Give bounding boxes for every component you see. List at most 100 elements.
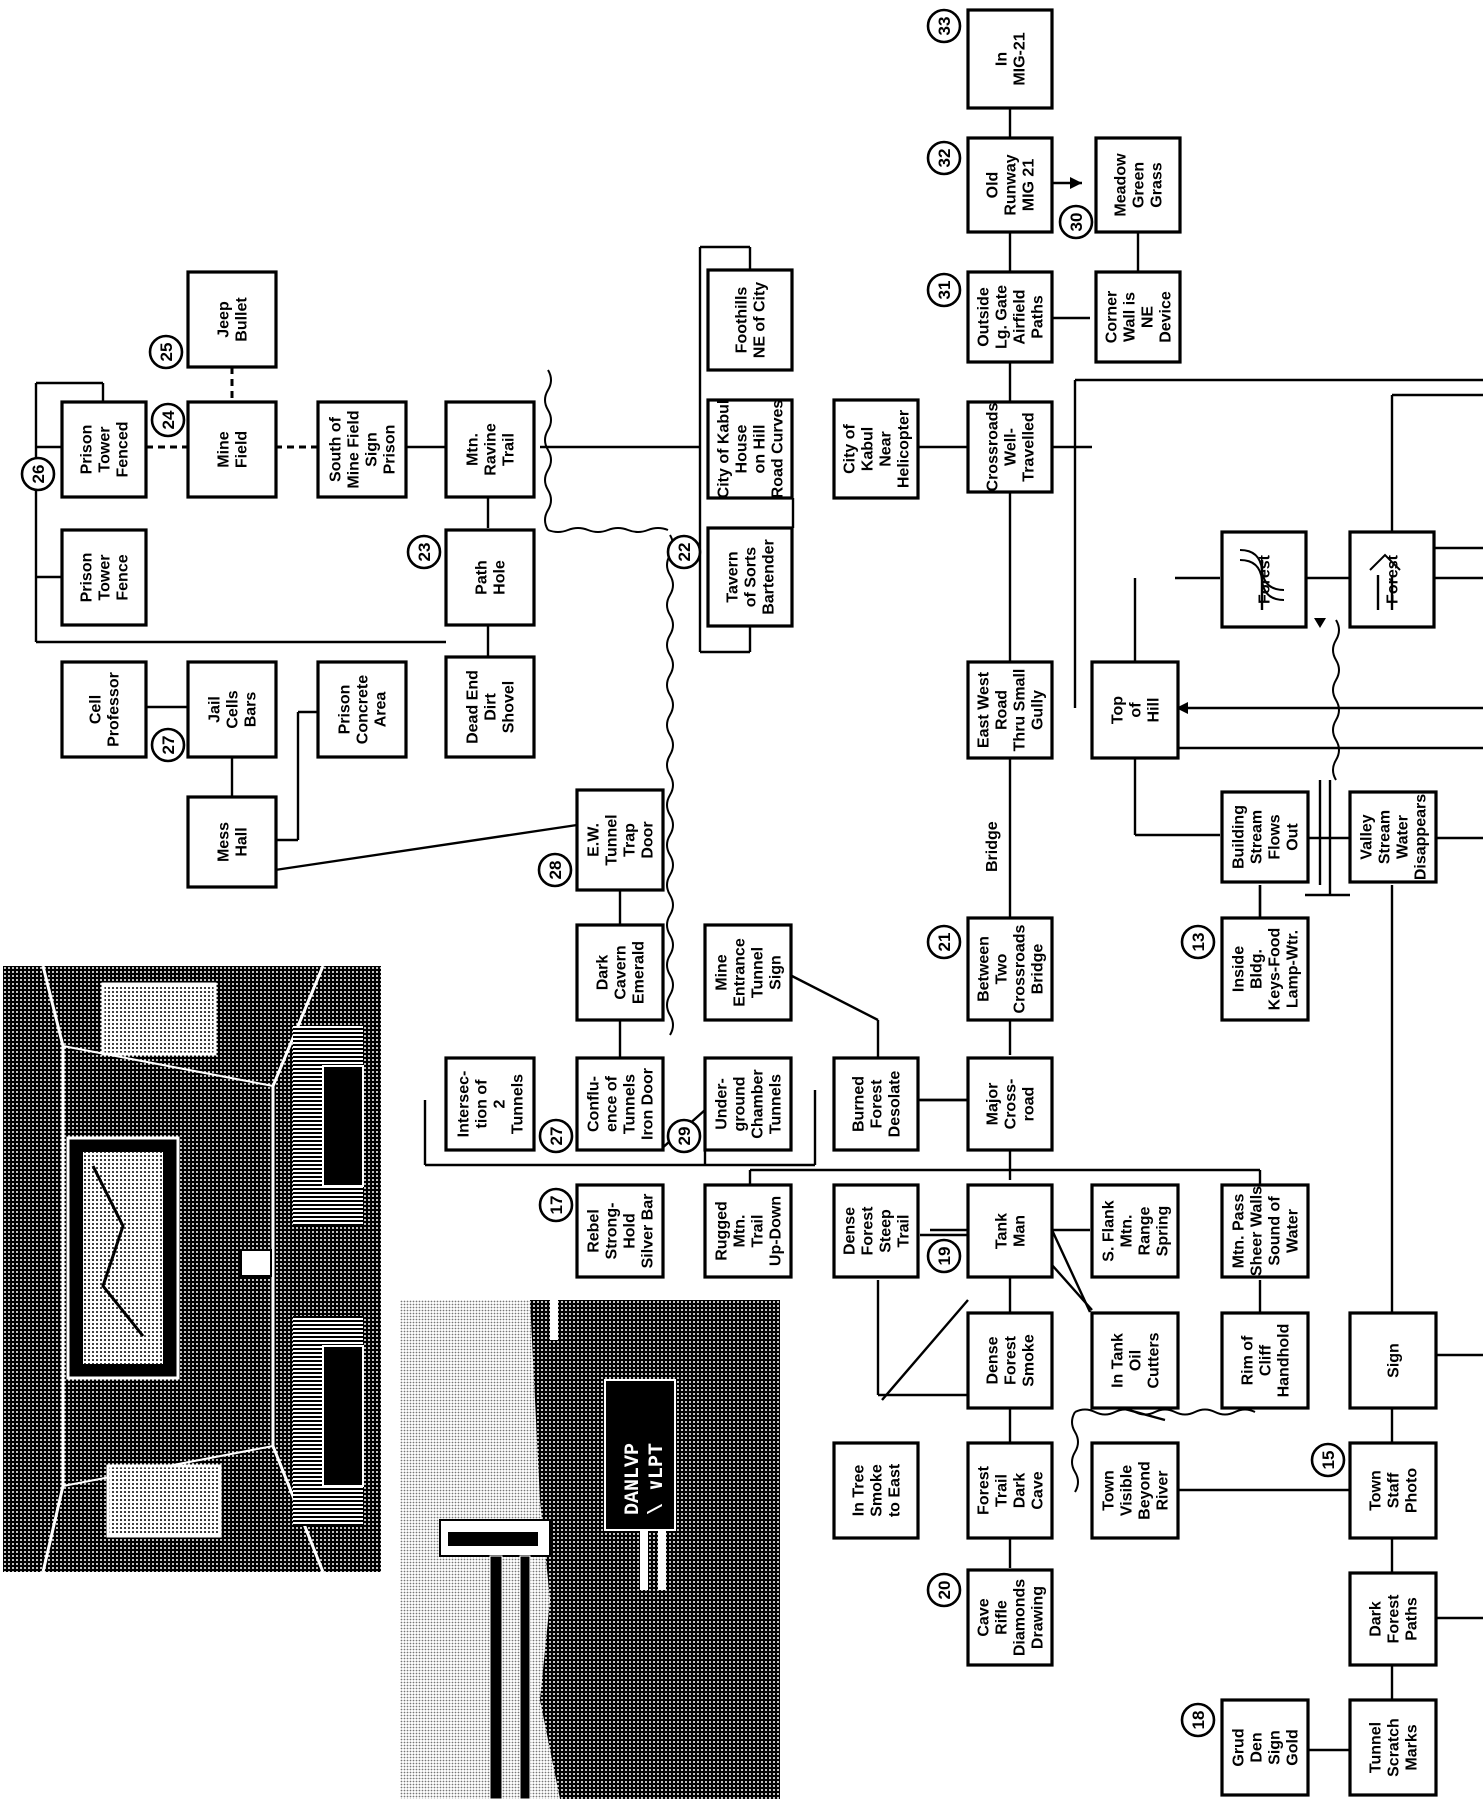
room-label-line: Hall bbox=[234, 827, 251, 856]
room-label-line: Dead End bbox=[465, 670, 482, 744]
number-badge-13: 13 bbox=[1182, 926, 1214, 958]
room-label-line: Cave bbox=[976, 1598, 993, 1636]
number-badge-label: 27 bbox=[547, 1127, 566, 1146]
room-label-line: Tunnels bbox=[622, 1074, 639, 1134]
room-label-line: Cavern bbox=[613, 945, 630, 999]
room-label-line: ground bbox=[732, 1076, 749, 1131]
room-mtn-ravine-trail: Mtn.RavineTrail bbox=[446, 402, 534, 497]
room-east-west-road: East WestRoadThru SmallGully bbox=[968, 662, 1052, 758]
room-label-line: River bbox=[1155, 1470, 1172, 1510]
room-label-line: Out bbox=[1285, 823, 1302, 851]
room-rugged-trail: RuggedMtn.TrailUp-Down bbox=[705, 1185, 791, 1277]
room-label-line: tion of bbox=[474, 1079, 491, 1129]
room-label-line: Top bbox=[1110, 696, 1127, 724]
room-label-line: Area bbox=[373, 692, 390, 728]
room-kabul-house: City of KabulHouseon HillRoad Curves bbox=[708, 400, 792, 499]
room-label-line: Trap bbox=[622, 823, 639, 857]
room-label-line: Lg. Gate bbox=[994, 285, 1011, 349]
room-label-line: Old bbox=[985, 172, 1002, 199]
room-label-line: Forest bbox=[1003, 1335, 1020, 1385]
room-label-line: Diamonds bbox=[1012, 1579, 1029, 1656]
room-label-line: Entrance bbox=[732, 938, 749, 1007]
room-label-line: Professor bbox=[106, 672, 123, 747]
room-label-line: to East bbox=[887, 1463, 904, 1517]
room-label-line: In bbox=[994, 52, 1011, 66]
room-label-line: Meadow bbox=[1113, 153, 1130, 217]
room-in-mig-21: InMIG-21 bbox=[968, 10, 1052, 108]
room-label-line: Mine Field bbox=[346, 410, 363, 488]
room-label-line: Bullet bbox=[234, 297, 251, 342]
room-label-line: Stream bbox=[1377, 810, 1394, 864]
room-label-line: Rifle bbox=[994, 1600, 1011, 1635]
room-label-line: Wall is bbox=[1122, 292, 1139, 342]
room-label-line: House bbox=[734, 424, 751, 473]
room-mess-hall: MessHall bbox=[188, 797, 276, 887]
room-rebel-stronghold: RebelStrong-HoldSilver Bar bbox=[577, 1185, 663, 1277]
room-label-line: Sign bbox=[1386, 1343, 1403, 1378]
number-badge-label: 20 bbox=[935, 1581, 954, 1600]
room-label-line: Grud bbox=[1231, 1728, 1248, 1766]
room-building-stream: BuildingStreamFlowsOut bbox=[1222, 792, 1308, 882]
room-mine-entrance: MineEntranceTunnelSign bbox=[705, 925, 791, 1020]
room-label-line: Inside bbox=[1231, 946, 1248, 992]
room-tank-man: TankMan bbox=[968, 1185, 1052, 1277]
room-label-line: Sound of bbox=[1267, 1196, 1284, 1266]
room-label-line: Rugged bbox=[714, 1201, 731, 1261]
room-label-line: Cell bbox=[88, 695, 105, 724]
room-label-line: Range bbox=[1137, 1206, 1154, 1255]
room-label-line: Drawing bbox=[1030, 1586, 1047, 1649]
room-label-line: Valley bbox=[1359, 814, 1376, 859]
room-label-line: Trail bbox=[994, 1474, 1011, 1507]
room-label-line: Bartender bbox=[761, 539, 778, 615]
room-label-line: In Tree bbox=[851, 1465, 868, 1517]
room-label-line: Town bbox=[1368, 1470, 1385, 1511]
room-cell-professor: CellProfessor bbox=[62, 662, 146, 757]
room-dead-end: Dead EndDirtShovel bbox=[446, 657, 534, 757]
number-badge-21: 21 bbox=[928, 926, 960, 958]
number-badge-27: 27 bbox=[152, 729, 184, 761]
room-label-line: Chamber bbox=[750, 1069, 767, 1138]
room-jeep-bullet: JeepBullet bbox=[188, 272, 276, 367]
room-label-line: Trail bbox=[896, 1215, 913, 1248]
room-label-line: Scratch bbox=[1386, 1718, 1403, 1777]
room-label-line: Cave bbox=[1030, 1471, 1047, 1509]
room-label-line: NE bbox=[1140, 306, 1157, 329]
room-label-line: Water bbox=[1395, 815, 1412, 859]
number-badge-label: 23 bbox=[415, 543, 434, 562]
room-label-line: In Tank bbox=[1110, 1333, 1127, 1388]
room-label-line: Conflu- bbox=[586, 1076, 603, 1132]
room-jail-cells: JailCellsBars bbox=[188, 662, 276, 757]
room-label-line: City of Kabul bbox=[716, 400, 733, 499]
number-badge-label: 13 bbox=[1189, 933, 1208, 952]
room-grud-den: GrudDenSignGold bbox=[1222, 1700, 1308, 1795]
room-label-line: Between bbox=[976, 936, 993, 1002]
room-label-line: Oil bbox=[1128, 1350, 1145, 1371]
room-between-two-crossroads: BetweenTwoCrossroadsBridge bbox=[968, 918, 1052, 1020]
room-label-line: Shovel bbox=[501, 681, 518, 733]
room-label-line: MIG 21 bbox=[1021, 159, 1038, 212]
room-label-line: of Sorts bbox=[743, 547, 760, 608]
room-label-line: Path bbox=[474, 560, 491, 595]
room-label-line: MIG-21 bbox=[1012, 32, 1029, 85]
room-tunnel-scratch: TunnelScratchMarks bbox=[1350, 1700, 1436, 1795]
room-label-line: Beyond bbox=[1137, 1461, 1154, 1520]
room-label-line: Dark bbox=[595, 955, 612, 991]
room-label-line: Tower bbox=[97, 555, 114, 601]
room-label-line: Hole bbox=[492, 560, 509, 595]
room-label-line: Mtn. Pass bbox=[1231, 1194, 1248, 1269]
room-in-tank: In TankOilCutters bbox=[1092, 1313, 1178, 1408]
room-label-line: Silver Bar bbox=[640, 1194, 657, 1269]
room-label-line: on Hill bbox=[752, 425, 769, 474]
room-label-line: Bldg. bbox=[1249, 949, 1266, 989]
room-label-line: Mine bbox=[216, 431, 233, 468]
